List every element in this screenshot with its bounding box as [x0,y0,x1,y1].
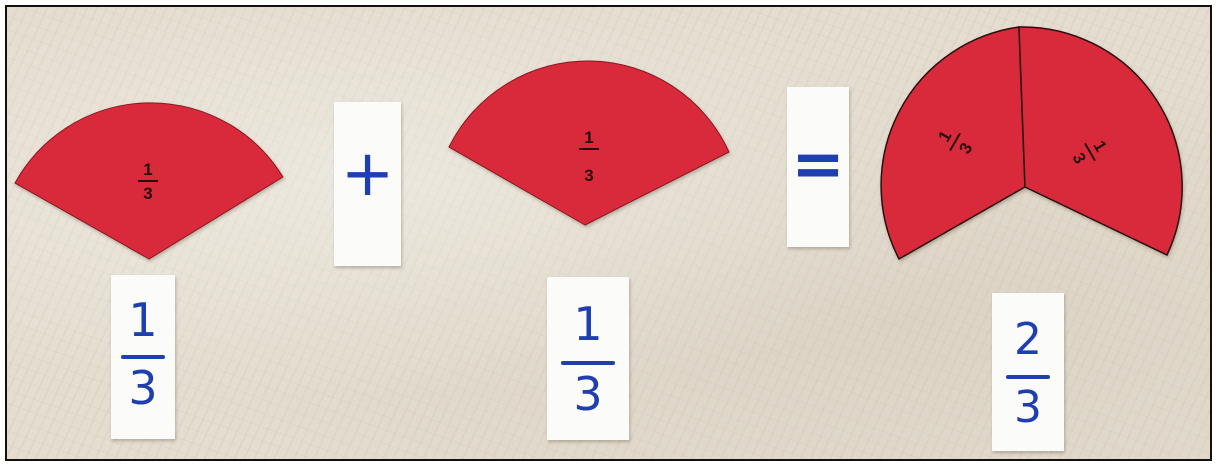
sector-denominator: 3 [584,166,593,185]
plus-card: + [334,102,401,266]
fraction-denominator: 3 [128,361,158,415]
sector-denominator: 3 [143,184,152,203]
sector-one-third-middle: 1 3 [448,60,730,226]
fraction-card-left: 1 3 [111,275,175,439]
fraction-bar [1006,375,1050,379]
sector-one-third-right-b: 1 3 [1018,26,1183,257]
sector-one-third-right-a: 1 3 [880,26,1026,261]
fraction-card-middle: 1 3 [547,277,629,440]
fraction-pieces: 1 3 1 3 1 3 1 3 [14,26,1183,261]
fraction-bar [561,361,615,365]
fraction-denominator: 3 [1014,382,1042,433]
plus-sign: + [340,137,395,211]
equals-card: = [787,87,849,247]
sector-numerator: 1 [143,160,152,179]
sector-numerator: 1 [584,128,593,147]
fraction-denominator: 3 [573,367,603,421]
fraction-numerator: 1 [128,293,158,347]
fraction-numerator: 1 [573,297,603,351]
sector-one-third-left: 1 3 [14,102,284,260]
fraction-numerator: 2 [1014,314,1042,365]
fraction-card-right: 2 3 [992,293,1064,451]
equals-sign: = [791,128,845,202]
photo-frame: 1 3 1 3 1 3 1 3 [5,5,1212,461]
fraction-bar [121,355,165,359]
